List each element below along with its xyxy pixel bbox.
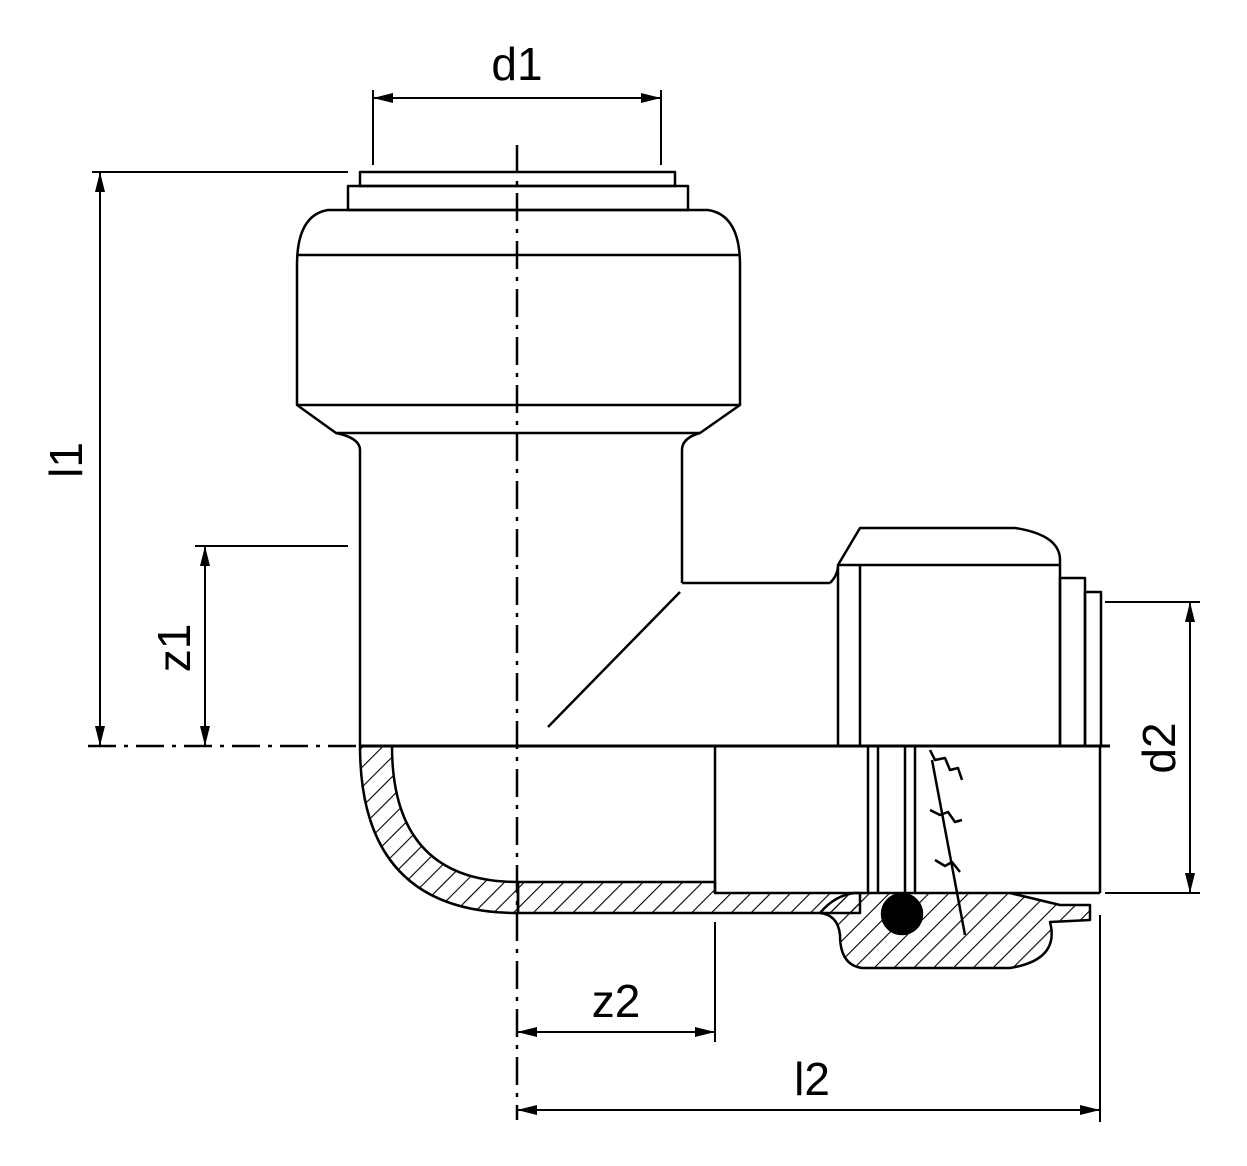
- inner-diagonal: [547, 591, 681, 728]
- label-l1: l1: [40, 442, 92, 478]
- right-nut: [836, 526, 1062, 746]
- grip-ring: [928, 749, 964, 873]
- top-shoulder: [335, 431, 701, 451]
- elbow-wall: [358, 744, 520, 915]
- label-d2: d2: [1133, 722, 1185, 773]
- branch-shoulder: [829, 563, 840, 746]
- vertical-branch: [295, 170, 742, 746]
- section-view: [358, 744, 1102, 970]
- dimensions: [92, 90, 1200, 1122]
- grip-ring-bar: [930, 759, 967, 936]
- label-z2: z2: [592, 975, 641, 1027]
- body-end: [818, 891, 1092, 970]
- label-d1: d1: [491, 38, 542, 90]
- top-nut: [295, 208, 742, 435]
- pipe-wall: [516, 880, 862, 915]
- label-z1: z1: [148, 624, 200, 673]
- right-collar-outer: [1058, 576, 1087, 748]
- horizontal-branch: [682, 526, 1103, 748]
- right-collar-inner: [1083, 590, 1103, 748]
- o-ring: [880, 892, 924, 936]
- label-l2: l2: [794, 1053, 830, 1105]
